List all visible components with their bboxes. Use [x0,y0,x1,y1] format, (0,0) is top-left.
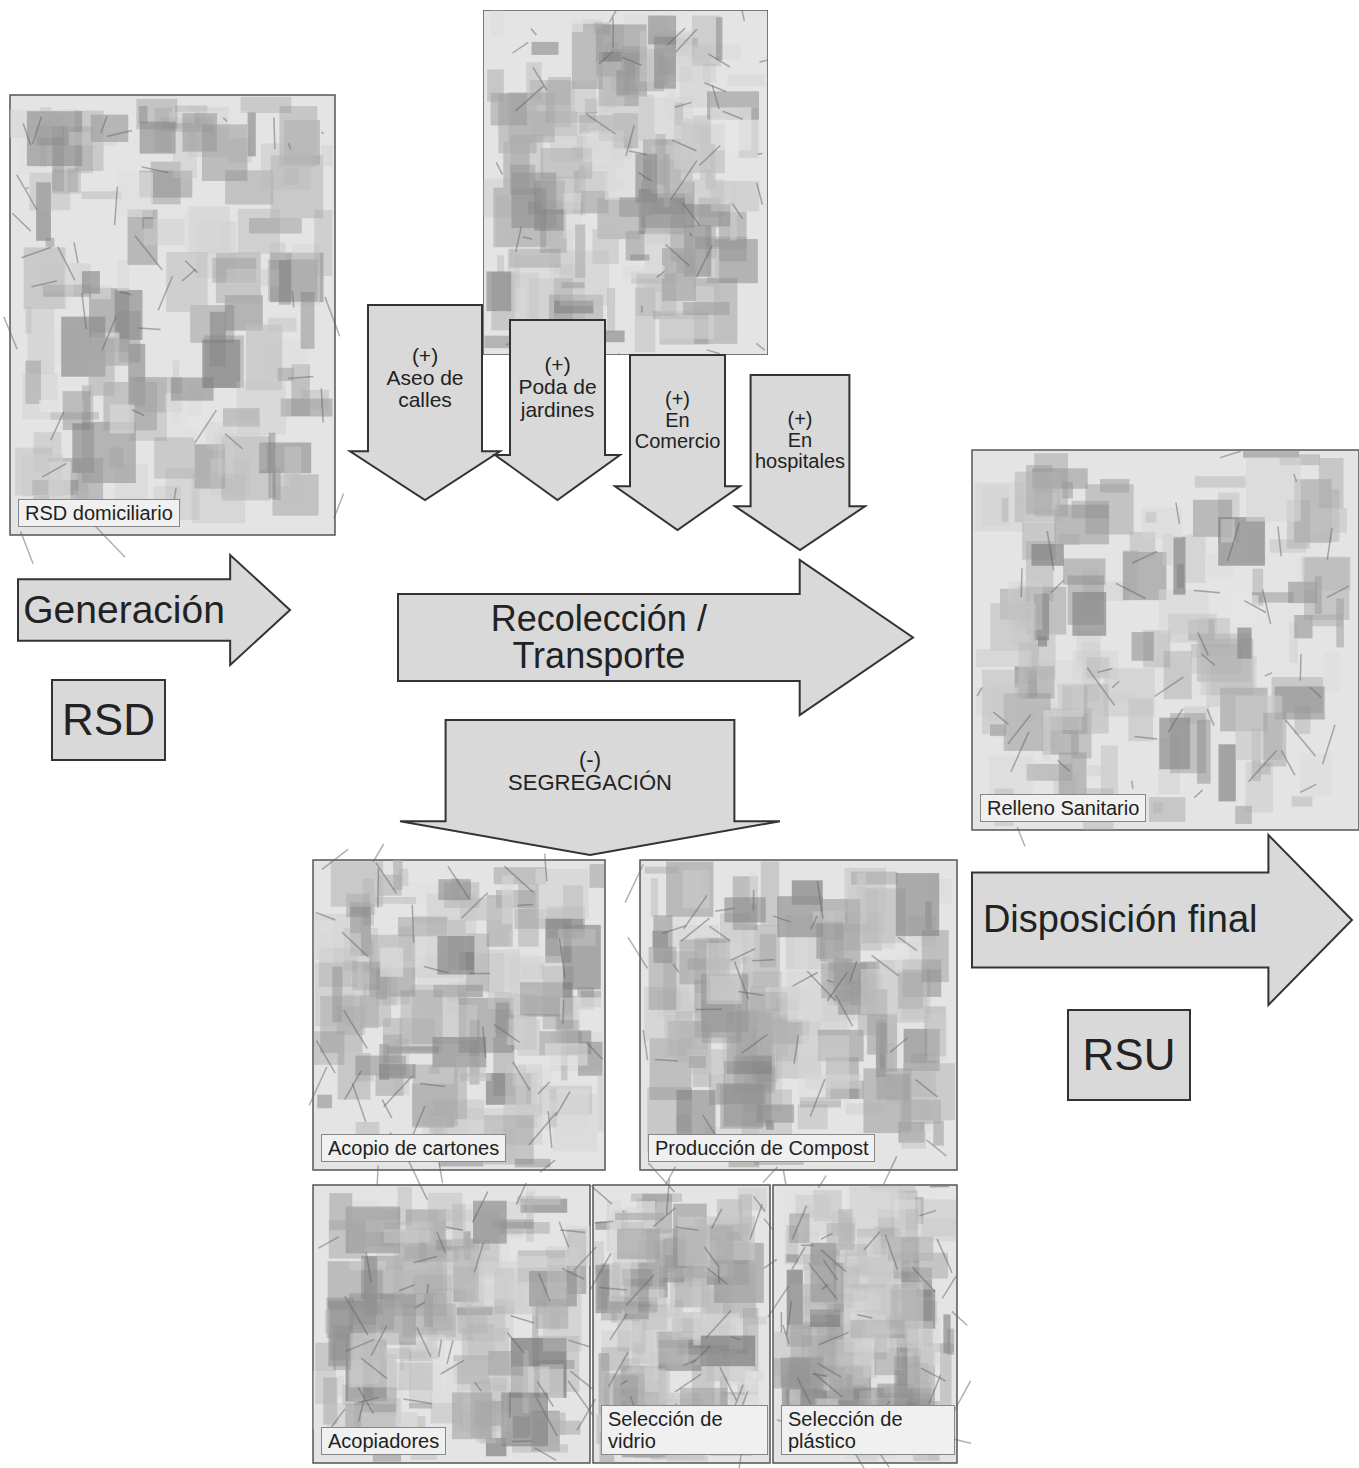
photo-panel: Selección de plástico [773,1185,957,1463]
text-area: (+)Poda de jardines [510,320,605,455]
photo-panel: Selección de vidrio [593,1185,770,1463]
photo-caption: Selección de plástico [781,1405,955,1455]
shape-label: Poda de jardines [514,376,601,420]
photo-panel: Producción de Compost [640,860,957,1170]
shape-label: Disposición final [983,900,1258,940]
arrow-outline [400,720,780,855]
shape-label: SEGREGACIÓN [508,771,672,794]
photo-caption: Producción de Compost [648,1134,875,1162]
arrow-shape: (+)En hospitales [735,375,865,550]
arrow-shape: (-)SEGREGACIÓN [400,720,780,855]
shape-label: En hospitales [755,430,846,472]
label-box: RSU [1068,1010,1190,1100]
arrow-shape: Disposición final [972,835,1352,1005]
arrow-shape: (+)En Comercio [615,355,740,530]
shape-outline [972,450,1359,830]
text-area: Disposición final [972,872,1268,967]
text-area: RSU [1068,1010,1190,1100]
shape-label: (+) [665,389,690,410]
shape-label: RSU [1083,1032,1176,1078]
photo-panel: Acopiadores [313,1185,590,1463]
arrow-outline [615,355,740,530]
shape-label: Generación [23,590,225,631]
photo-caption: RSD domiciliario [18,499,180,527]
shape-outline [313,1185,590,1463]
photo-panel: Relleno Sanitario [972,450,1359,830]
text-area: Generación [18,579,230,641]
shape-label: (+) [544,354,570,376]
shape-label: RSD [62,697,155,743]
text-area: (+)En Comercio [630,355,725,486]
arrow-outline [18,555,290,665]
shape-label: (+) [787,409,812,430]
container-photo [483,10,768,355]
text-area: RSD [52,680,165,760]
photo-caption: Selección de vidrio [601,1405,768,1455]
photo-caption: Relleno Sanitario [980,794,1146,822]
photo-caption: Acopio de cartones [321,1134,506,1162]
shape-outline [10,95,335,535]
shape-outline [640,860,957,1170]
arrow-outline [350,305,500,500]
shape-label: (+) [412,345,438,367]
shape-label: En Comercio [634,410,721,452]
text-area: (-)SEGREGACIÓN [446,720,735,821]
arrow-shape: Recolección / Transporte [398,560,913,715]
shape-outline [313,860,605,1170]
arrow-shape: Generación [18,555,290,665]
arrow-outline [1068,1010,1190,1100]
arrow-outline [398,560,913,715]
photo-panel: Acopio de cartones [313,860,605,1170]
shape-label: Aseo de calles [372,367,478,411]
photo-panel: RSD domiciliario [10,95,335,535]
text-area: (+)En hospitales [751,375,850,506]
photo-caption: Acopiadores [321,1427,446,1455]
arrow-outline [972,835,1352,1005]
shape-label: (-) [579,748,601,771]
arrow-shape: (+)Aseo de calles [350,305,500,500]
text-area: (+)Aseo de calles [368,305,482,451]
label-box: RSD [52,680,165,760]
arrow-outline [735,375,865,550]
shape-label: Recolección / Transporte [402,600,796,676]
text-area: Recolección / Transporte [398,594,800,681]
arrow-outline [52,680,165,760]
arrow-outline [495,320,620,500]
arrow-shape: (+)Poda de jardines [495,320,620,500]
